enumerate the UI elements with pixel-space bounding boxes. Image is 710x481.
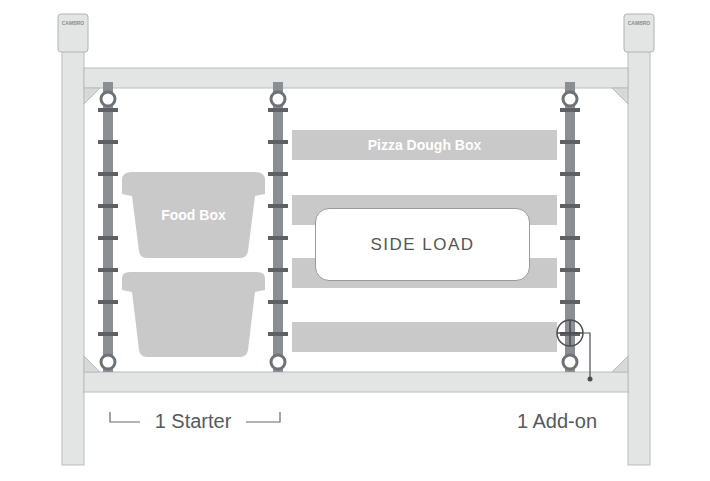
rivets [101, 92, 577, 369]
food-box [122, 272, 265, 357]
food-box: Food Box [122, 172, 265, 258]
add-on-callout [557, 320, 593, 382]
brand-mark: CAMBRO [628, 20, 651, 26]
rail-braces [84, 88, 628, 372]
pizza-dough-boxes [292, 195, 557, 352]
bottom-rail [84, 372, 628, 392]
pizza-dough-box: Pizza Dough Box [292, 130, 557, 160]
left-post [62, 40, 84, 465]
box-label: Pizza Dough Box [368, 137, 482, 153]
box-label: Food Box [161, 207, 226, 223]
right-post [628, 40, 650, 465]
add-on-label: 1 Add-on [517, 410, 597, 433]
starter-label: 1 Starter [155, 410, 232, 433]
top-rail [84, 68, 628, 88]
box-label: SIDE LOAD [370, 235, 474, 255]
side-load-box: SIDE LOAD [315, 208, 530, 281]
right-post-cap [624, 14, 654, 52]
vertical-rails [98, 82, 580, 372]
left-post-cap [58, 14, 88, 52]
brand-mark: CAMBRO [62, 20, 85, 26]
